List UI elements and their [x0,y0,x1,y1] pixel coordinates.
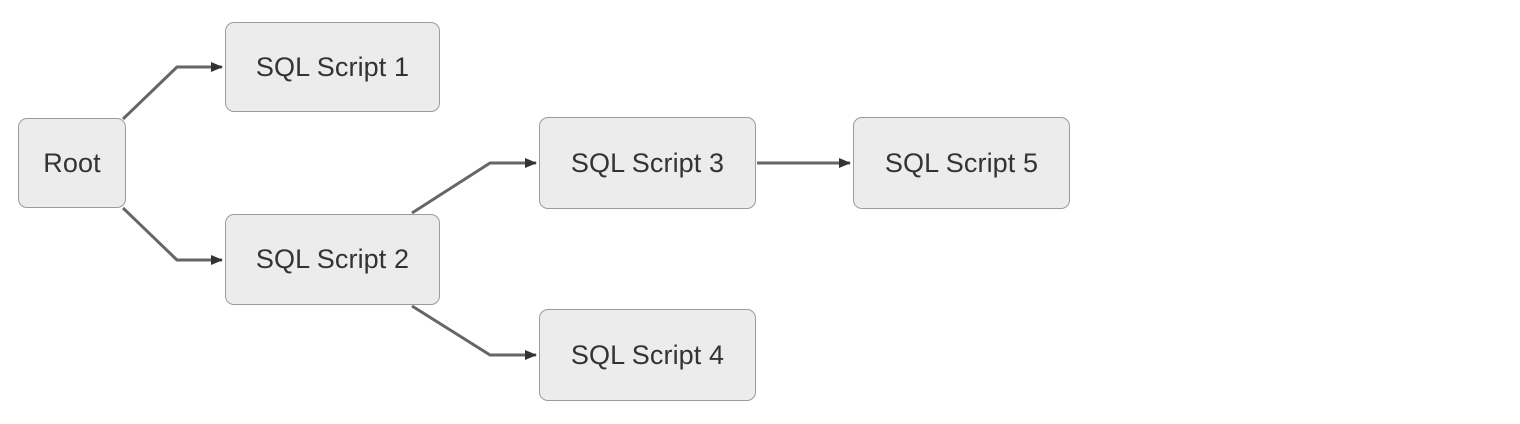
node-label: SQL Script 1 [255,51,410,82]
node-sql-script-1[interactable]: SQL Script 1 [225,22,440,112]
node-label: SQL Script 3 [570,147,725,178]
edge-sql2-sql3 [411,158,537,215]
node-label: Root [43,147,101,178]
edge-root-sql1 [121,62,223,121]
node-sql-script-4[interactable]: SQL Script 4 [539,309,756,401]
node-label: SQL Script 2 [255,244,410,274]
node-sql-script-3[interactable]: SQL Script 3 [539,117,756,209]
edge-sql2-sql4 [411,304,537,360]
edge-root-sql2 [121,206,223,265]
node-sql-script-2[interactable]: SQL Script 2 [225,214,440,305]
node-sql-script-5[interactable]: SQL Script 5 [853,117,1070,209]
node-label: SQL Script 4 [570,339,725,370]
node-root[interactable]: Root [18,118,126,208]
node-label: SQL Script 5 [884,147,1039,178]
